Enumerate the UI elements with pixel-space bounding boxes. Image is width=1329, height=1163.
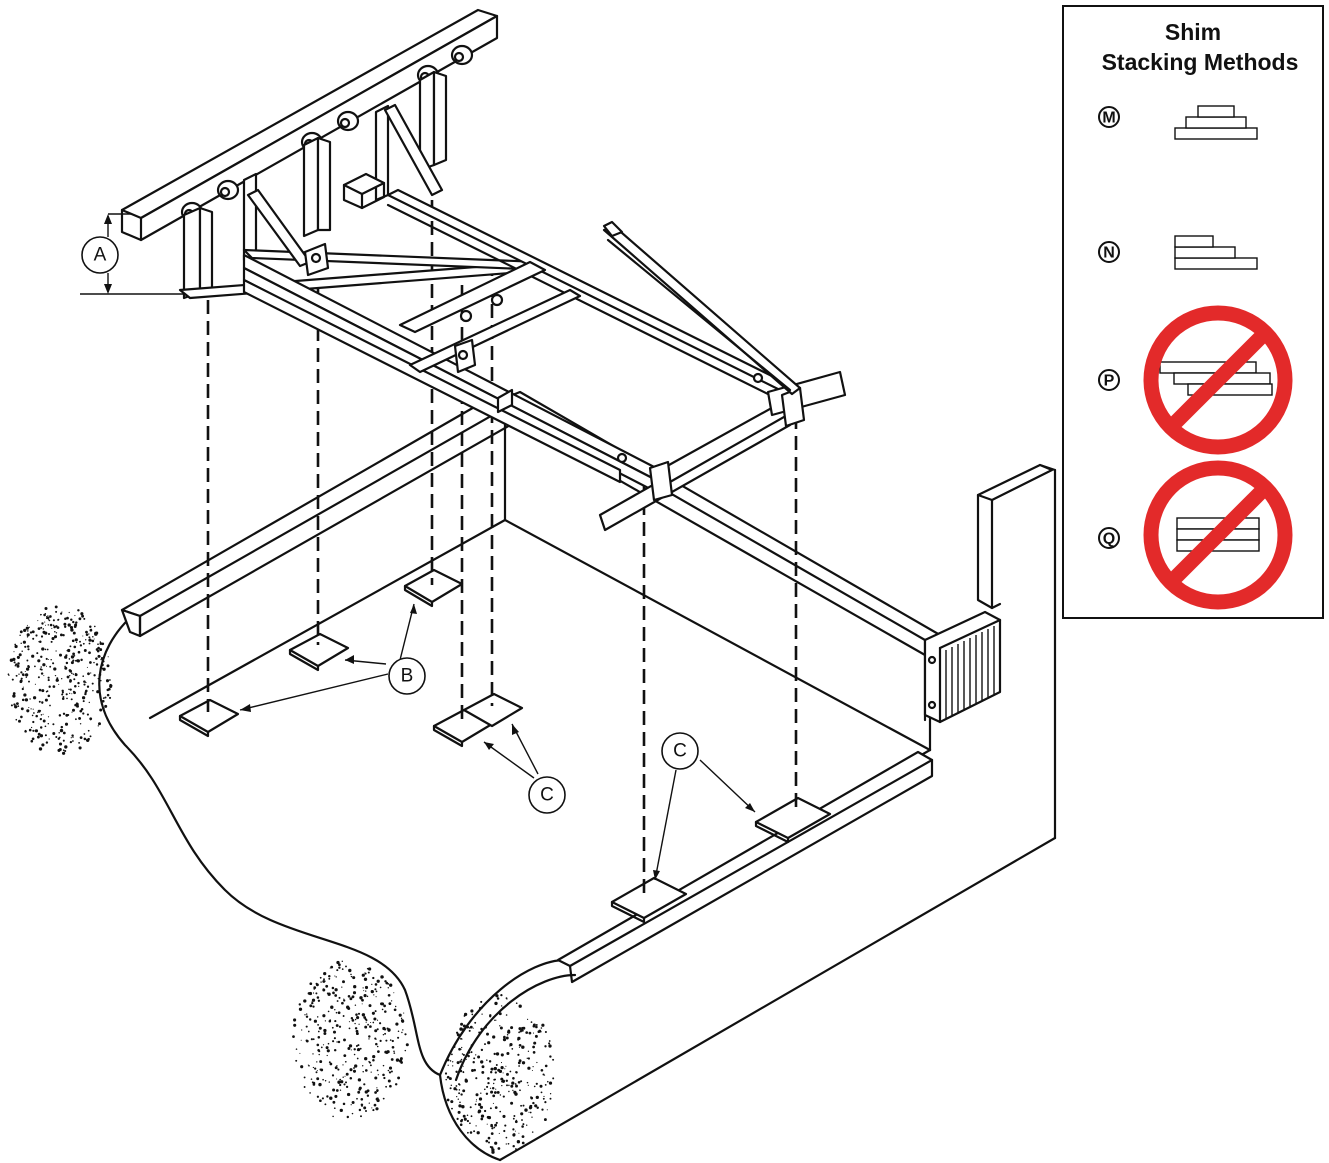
shim-pad	[462, 692, 524, 728]
shim-layer	[1187, 383, 1273, 396]
shim-layer	[1185, 116, 1247, 129]
callout-b: B	[388, 657, 426, 695]
method-m-key: M	[1102, 110, 1115, 127]
callout-b-label: B	[401, 666, 414, 687]
pit-floor	[98, 396, 1057, 1162]
method-q: Q	[1098, 460, 1293, 610]
method-n: N	[1098, 235, 1258, 270]
shim-stacking-legend: Shim Stacking Methods M N P	[1062, 5, 1324, 619]
shim-layer	[1174, 235, 1214, 248]
method-q-key: Q	[1103, 531, 1115, 548]
dimension-a	[80, 213, 184, 295]
concrete-texture-left	[7, 605, 113, 755]
callout-a: A	[81, 236, 119, 274]
shim-pad	[403, 568, 464, 604]
shim-layer	[1174, 127, 1258, 140]
shim-pad	[610, 876, 688, 920]
callout-c-left: C	[528, 776, 566, 814]
shim-pad	[288, 632, 350, 668]
prohibited-icon	[1143, 305, 1293, 455]
shim-layer	[1174, 246, 1236, 259]
prohibited-icon	[1143, 460, 1293, 610]
shim-pad	[178, 698, 240, 734]
method-p: P	[1098, 305, 1293, 455]
leveler-frame	[120, 8, 847, 532]
callout-c-left-label: C	[540, 785, 554, 806]
legend-title-line2: Stacking Methods	[1102, 49, 1299, 75]
concrete-texture-bottom	[292, 960, 409, 1119]
callout-leaders	[239, 603, 756, 881]
method-n-key: N	[1103, 245, 1115, 262]
prohibited-slash	[1165, 327, 1271, 433]
callout-c-right-label: C	[673, 741, 687, 762]
shim-layer	[1197, 105, 1235, 118]
method-p-key: P	[1104, 373, 1115, 390]
callout-c-right: C	[661, 732, 699, 770]
front-curb-angle	[556, 750, 934, 984]
shim-pad	[754, 796, 832, 840]
shim-pads	[178, 568, 832, 924]
shim-layer	[1174, 257, 1258, 270]
prohibited-slash	[1165, 482, 1271, 588]
method-m: M	[1098, 105, 1258, 140]
legend-title-line1: Shim	[1165, 19, 1221, 45]
bumper	[923, 610, 1002, 724]
callout-a-label: A	[94, 245, 107, 266]
